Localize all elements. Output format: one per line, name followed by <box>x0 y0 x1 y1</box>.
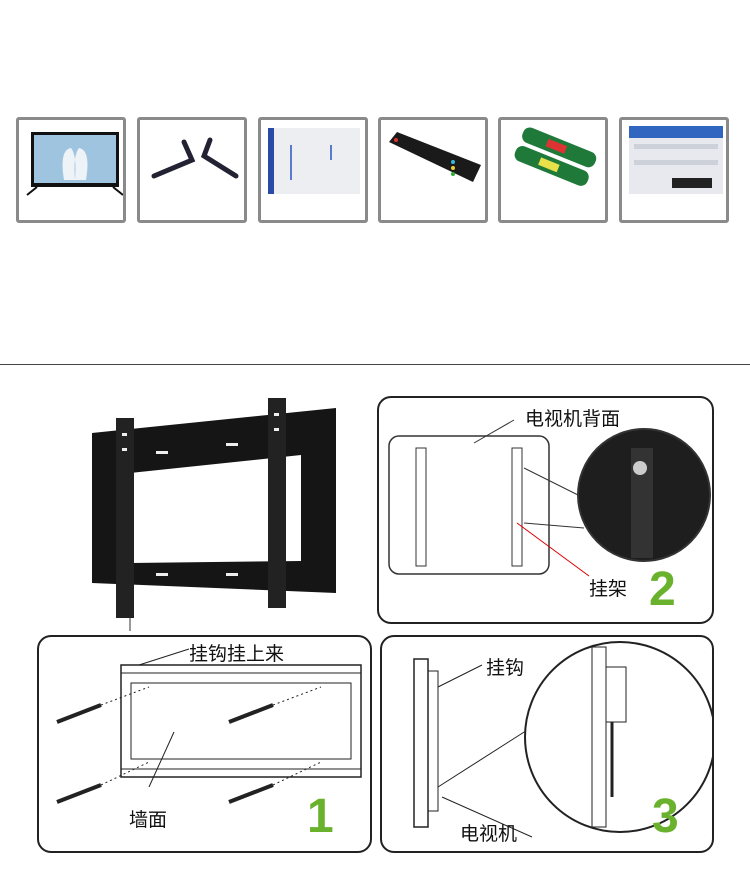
batteries-image <box>514 127 597 186</box>
hook-up-label: 挂钩挂上来 <box>189 643 285 665</box>
step-2-panel: 电视机背面 挂架 2 <box>377 396 714 624</box>
wall-bracket-image <box>92 398 336 631</box>
step-3-panel: 挂钩 电视机 3 <box>380 635 714 853</box>
stand-legs-image <box>151 137 239 179</box>
remote-image <box>389 132 481 182</box>
warranty-card-image <box>629 126 723 194</box>
step-number: 2 <box>649 563 676 616</box>
thumb-stand-legs[interactable] <box>137 117 247 223</box>
thumb-warranty-card[interactable] <box>619 117 729 223</box>
tv-back-diagram <box>388 419 711 577</box>
tv-label: 电视机 <box>460 823 518 845</box>
thumb-remote[interactable] <box>378 117 488 223</box>
step-1-panel: 挂钩挂上来 墙面 1 <box>37 635 372 853</box>
wall-mount-diagram <box>56 648 362 804</box>
step-number: 3 <box>652 790 679 843</box>
side-mount-diagram <box>413 641 712 838</box>
tv-image <box>26 132 123 196</box>
thumb-manual[interactable] <box>258 117 368 223</box>
wall-label: 墙面 <box>129 809 168 831</box>
manual-image <box>268 128 360 194</box>
thumb-tv[interactable] <box>16 117 126 223</box>
step-number: 1 <box>307 790 334 843</box>
section-divider <box>0 364 750 365</box>
thumb-batteries[interactable] <box>498 117 608 223</box>
hook-label: 挂钩 <box>486 657 525 679</box>
tv-back-label: 电视机背面 <box>525 408 621 430</box>
bracket-label: 挂架 <box>589 578 628 600</box>
